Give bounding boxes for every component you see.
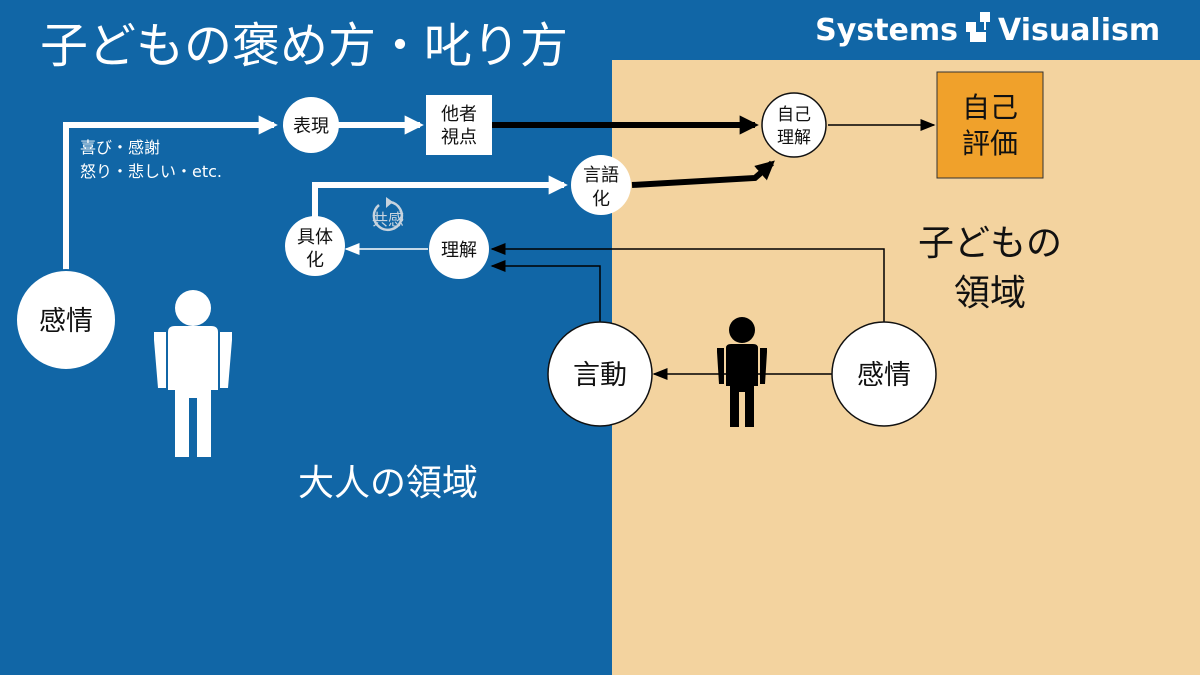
self-evaluation-label-1: 自己 [962,91,1018,124]
brand-logo-icon [966,12,990,42]
concretize-node [285,216,345,276]
behavior-to-understanding-arrow [490,260,601,322]
child-emotion-label: 感情 [857,360,911,391]
behavior-label: 言動 [573,360,627,391]
concretize-label-2: 化 [306,250,324,271]
emotion-examples-line2: 怒り・悲しい・etc. [80,162,222,181]
verbalize-label-1: 言語 [583,165,619,186]
emotion-to-expression-arrow [63,115,278,270]
child-emotion-to-understanding-arrow [490,243,885,322]
adult-emotion-label: 感情 [39,306,93,337]
self-evaluation-label-2: 評価 [962,127,1018,160]
verbalize-label-2: 化 [592,189,610,210]
child-region-label-line2: 領域 [954,273,1026,314]
page-title: 子どもの褒め方・叱り方 [40,18,568,74]
other-view-label-2: 視点 [441,127,477,148]
understanding-label: 理解 [441,240,477,261]
self-understanding-node [761,92,827,158]
brand-left: Systems [815,13,958,48]
self-evaluation-node [936,71,1044,179]
child-person-icon [717,317,767,427]
verbalize-to-selfunderstanding-arrow [631,160,775,188]
emotion-examples-line1: 喜び・感謝 [80,138,160,157]
brand-right: Visualism [998,13,1160,48]
self-understanding-label-2: 理解 [777,128,811,148]
behavior-node [547,321,653,427]
other-view-node [426,95,492,155]
empathy-cycle-icon [372,197,404,232]
concretize-label-1: 具体 [297,227,333,248]
child-emotion-node [831,321,937,427]
child-region-label-line1: 子どもの [918,223,1062,264]
empathy-label: 共感 [372,210,404,229]
other-view-label-1: 他者 [441,104,477,125]
understanding-node [429,219,489,279]
verbalize-node [571,155,631,215]
adult-region-label: 大人の領域 [298,463,478,504]
self-understanding-label-1: 自己 [777,105,811,125]
expression-node [283,97,339,153]
concretize-to-verbalize-arrow [312,175,568,217]
adult-person-icon [154,290,232,457]
expression-label: 表現 [293,116,329,137]
adult-emotion-node [15,269,117,371]
